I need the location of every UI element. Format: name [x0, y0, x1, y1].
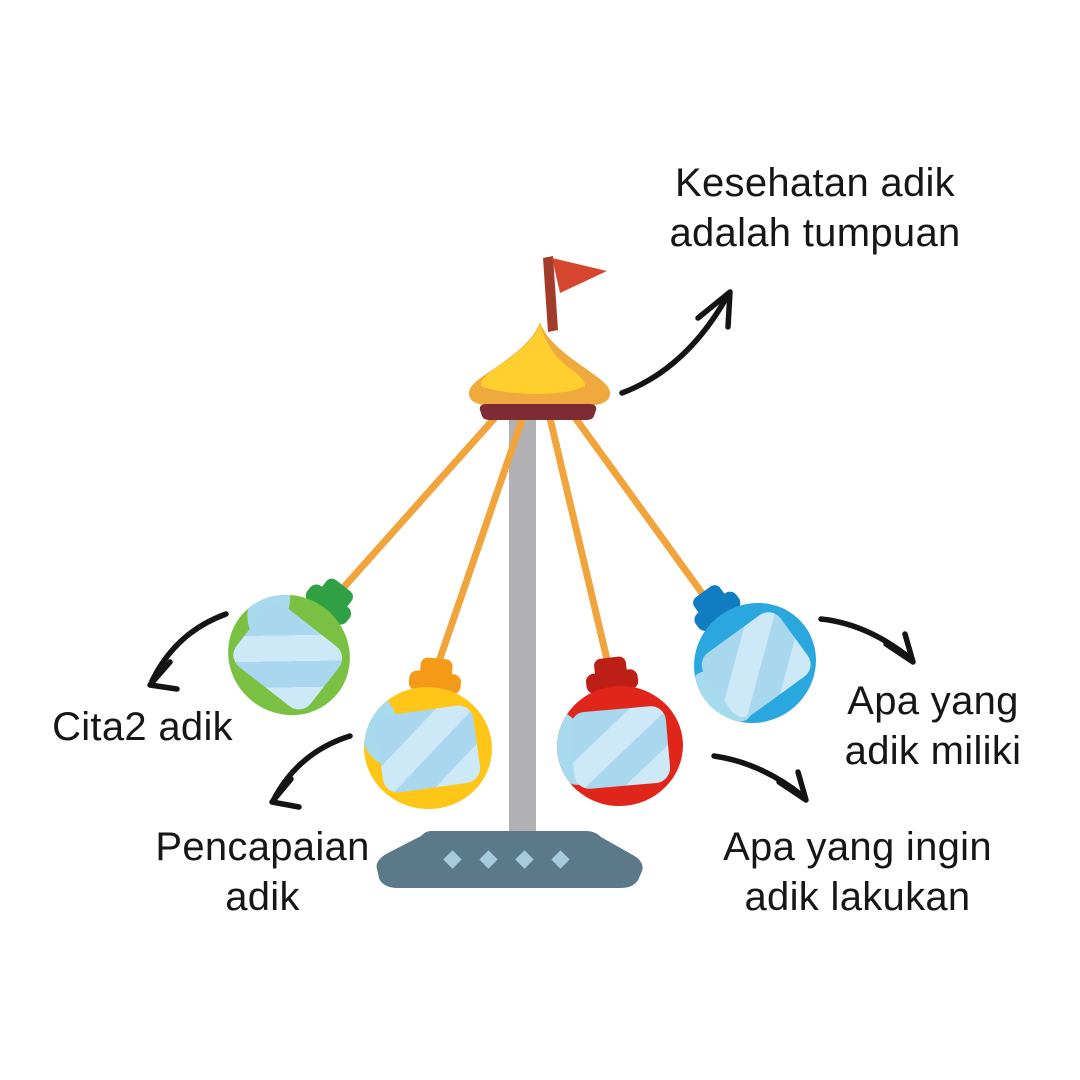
arrow-to-desires-icon	[711, 753, 809, 803]
arrow-to-achievements-icon	[269, 733, 353, 810]
gondola-window	[233, 603, 343, 710]
string-green	[332, 408, 504, 600]
arrow-to-health-icon	[619, 289, 733, 396]
diamond-icon	[515, 850, 534, 869]
gondola-yellow	[358, 657, 492, 810]
gondola-blue	[692, 585, 816, 724]
label-desires-line2: adik lakukan	[744, 875, 971, 920]
label-ambitions: Cita2 adik	[25, 702, 260, 752]
base-diamond-ornaments	[443, 850, 570, 869]
gondola-cap-band	[305, 584, 352, 625]
label-achievements-line1: Pencapaian	[155, 825, 370, 869]
gondola-red	[550, 656, 683, 807]
string-blue	[567, 408, 711, 604]
label-health-line1: Kesehatan adik	[675, 161, 955, 205]
gondola-window	[376, 705, 481, 793]
flag-icon	[552, 258, 607, 293]
carousel-base	[376, 831, 643, 888]
label-desires-line1: Apa yang ingin	[723, 825, 992, 869]
string-red	[545, 410, 613, 672]
label-possessions-line2: adik miliki	[844, 729, 1022, 774]
swing-strings	[332, 408, 711, 674]
gondola-window	[701, 612, 811, 718]
canopy-band	[479, 404, 597, 420]
label-ambitions-line1: Cita2 adik	[52, 705, 233, 749]
label-health-line2: adalah tumpuan	[669, 211, 961, 256]
diamond-icon	[551, 850, 570, 869]
carousel-pole	[509, 404, 536, 844]
label-achievements: Pencapaian adik	[145, 822, 380, 923]
diamond-icon	[443, 850, 462, 869]
label-possessions: Apa yang adik miliki	[808, 676, 1058, 777]
arrow-to-ambitions-icon	[147, 611, 229, 692]
label-health: Kesehatan adik adalah tumpuan	[615, 158, 1015, 259]
flag-pole	[543, 256, 558, 332]
gondola-green	[228, 573, 353, 716]
gondola-cap-band	[694, 591, 741, 631]
canopy-top	[480, 324, 585, 394]
arrow-to-possessions-icon	[818, 616, 916, 665]
gondola-window	[570, 706, 671, 789]
connector-arrows	[147, 289, 916, 810]
label-possessions-line1: Apa yang	[847, 679, 1019, 723]
string-yellow	[432, 410, 528, 674]
label-achievements-line2: adik	[225, 875, 300, 920]
diamond-icon	[479, 850, 498, 869]
label-desires: Apa yang ingin adik lakukan	[700, 822, 1015, 923]
